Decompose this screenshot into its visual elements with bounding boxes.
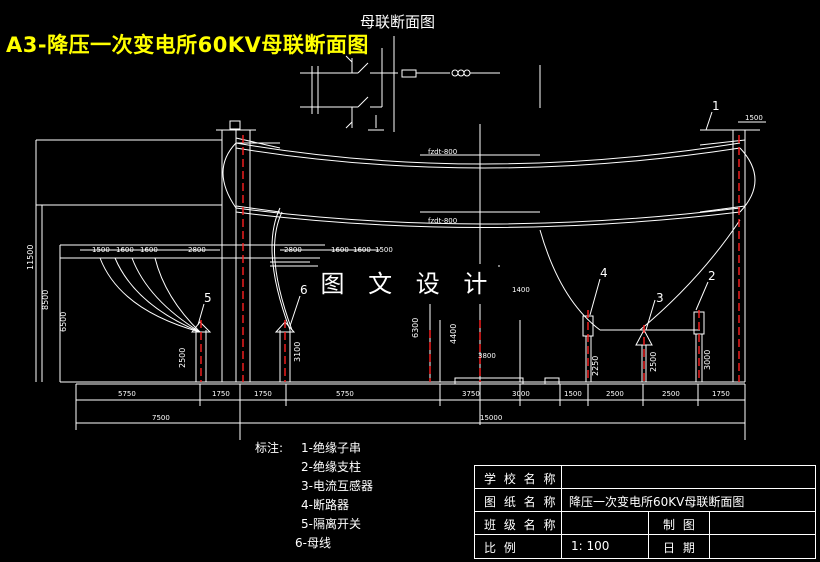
insulator-strings xyxy=(235,137,746,213)
bottom-dim-7: 2500 xyxy=(606,390,624,398)
vdim-4400: 4400 xyxy=(449,324,458,344)
legend-item-2: 2-绝缘支柱 xyxy=(301,460,361,474)
bus-label-lower: fzdt-800 xyxy=(428,217,457,225)
legend-item-4: 4-断路器 xyxy=(301,498,349,512)
center-lines xyxy=(200,135,740,382)
drawer-label: 制 图 xyxy=(663,518,697,532)
school-label: 学 校 名 称 xyxy=(484,472,558,486)
vdim-2500-b: 2500 xyxy=(649,352,658,372)
bottom-dim-0: 5750 xyxy=(118,390,136,398)
dim-top-1500: 1500 xyxy=(745,114,763,122)
top-dim-l-3: 2800 xyxy=(188,246,206,254)
bottom-dim-8: 2500 xyxy=(662,390,680,398)
vdim-11500: 11500 xyxy=(26,245,35,270)
bottom-dim-6: 1500 xyxy=(564,390,582,398)
bottom-dim-2: 1750 xyxy=(254,390,272,398)
total-right: 15000 xyxy=(480,414,502,422)
legend-item-5: 5-隔离开关 xyxy=(301,517,361,531)
hdim-1400: 1400 xyxy=(512,286,530,294)
top-dim-l-1: 1600 xyxy=(116,246,134,254)
total-left: 7500 xyxy=(152,414,170,422)
watermark-text: 图 文 设 计 xyxy=(318,264,498,304)
class-label: 班 级 名 称 xyxy=(484,518,558,532)
vdim-3000: 3000 xyxy=(703,350,712,370)
bottom-dim-5: 3000 xyxy=(512,390,530,398)
callout-5: 5 xyxy=(204,291,212,305)
bottom-dim-1: 1750 xyxy=(212,390,230,398)
bottom-dim-3: 5750 xyxy=(336,390,354,398)
drawing-title: A3-降压一次变电所60KV母联断面图 xyxy=(6,33,369,57)
vdim-6500: 6500 xyxy=(59,312,68,332)
top-dim-l-0: 1500 xyxy=(92,246,110,254)
vdim-6300: 6300 xyxy=(411,318,420,338)
top-dim-m-3: 1500 xyxy=(375,246,393,254)
top-dim-l-2: 1600 xyxy=(140,246,158,254)
legend-head: 标注: xyxy=(255,441,284,455)
scale-label: 比 例 xyxy=(484,541,518,555)
bottom-dim-4: 3750 xyxy=(462,390,480,398)
vdim-3100: 3100 xyxy=(293,342,302,362)
hdim-3800: 3800 xyxy=(478,352,496,360)
scale-value: 1: 100 xyxy=(571,539,610,553)
right-gantry xyxy=(700,129,760,382)
vdim-2500-a: 2500 xyxy=(178,348,187,368)
top-dim-m-0: 2800 xyxy=(284,246,302,254)
vdim-2250: 2250 xyxy=(591,356,600,376)
legend-item-6: 6-母线 xyxy=(295,536,331,550)
bottom-dim-9: 1750 xyxy=(712,390,730,398)
legend-item-3: 3-电流互感器 xyxy=(301,479,373,493)
callout-2: 2 xyxy=(708,269,716,283)
callout-6: 6 xyxy=(300,283,308,297)
callout-3: 3 xyxy=(656,291,664,305)
date-label: 日 期 xyxy=(663,541,697,555)
left-gantry xyxy=(216,120,256,382)
callout-1: 1 xyxy=(712,99,720,113)
bus-label-upper: fzdt-800 xyxy=(428,148,457,156)
section-subtitle: 母联断面图 xyxy=(360,13,436,31)
drawing-value: 降压一次变电所60KV母联断面图 xyxy=(569,495,745,509)
vdim-8500: 8500 xyxy=(41,290,50,310)
bus-wires xyxy=(222,142,756,228)
schematic-symbol xyxy=(300,36,541,132)
legend-item-1: 1-绝缘子串 xyxy=(301,441,361,455)
title-block: 学 校 名 称 图 纸 名 称 降压一次变电所60KV母联断面图 班 级 名 称… xyxy=(474,465,816,559)
top-dim-m-1: 1600 xyxy=(331,246,349,254)
drawing-label: 图 纸 名 称 xyxy=(484,495,558,509)
callout-4: 4 xyxy=(600,266,608,280)
top-dim-m-2: 1600 xyxy=(353,246,371,254)
